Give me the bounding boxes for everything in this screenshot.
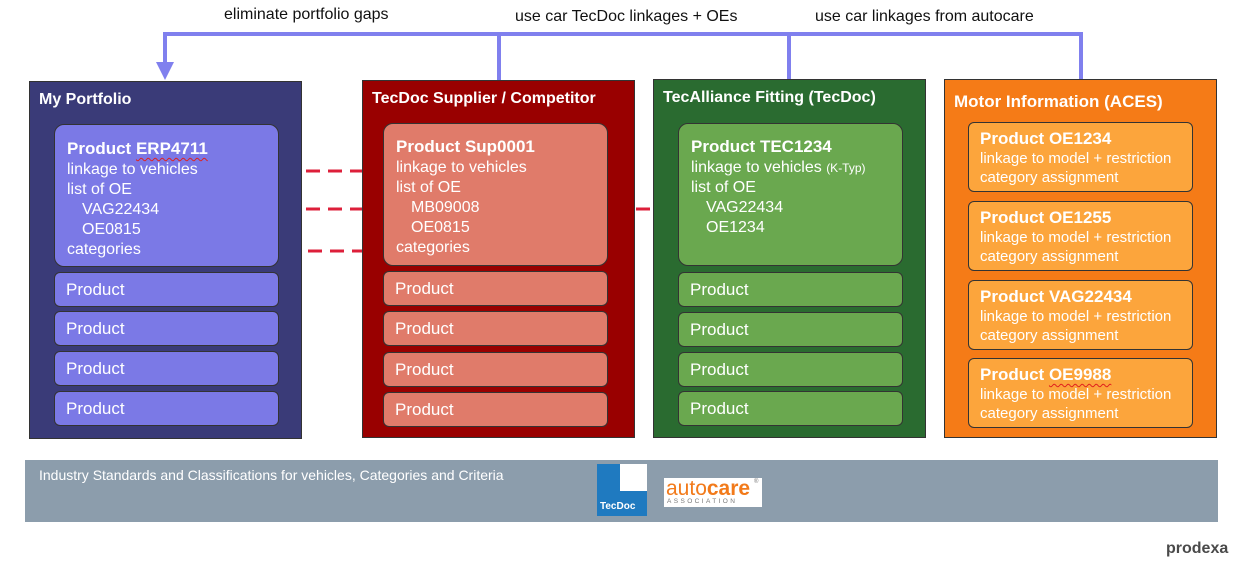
aces-product-card[interactable]: Product VAG22434 linkage to model + rest… <box>968 280 1193 350</box>
supplier-main-product-card[interactable]: Product Sup0001 linkage to vehicles list… <box>383 123 608 266</box>
linkage-line: linkage to vehicles <box>67 161 198 178</box>
linkage-line: linkage to model + restriction <box>980 229 1172 246</box>
product-name: Product TEC1234 <box>691 137 832 156</box>
tecdoc-logo: TecDoc <box>597 464 647 516</box>
aces-product-card[interactable]: Product OE1234 linkage to model + restri… <box>968 122 1193 192</box>
linkage-line: linkage to model + restriction <box>980 150 1172 167</box>
linkage-line: linkage to vehicles (K-Typ) <box>691 159 866 176</box>
oe-item: MB09008 <box>411 199 480 216</box>
purple-connector-line <box>163 32 1083 80</box>
category-line: category assignment <box>980 405 1119 422</box>
fitting-column: TecAlliance Fitting (TecDoc) Product TEC… <box>653 79 926 438</box>
fitting-product-item[interactable]: Product <box>678 272 903 307</box>
label-eliminate-portfolio-gaps: eliminate portfolio gaps <box>224 6 389 23</box>
categories-line: categories <box>396 239 470 256</box>
supplier-title: TecDoc Supplier / Competitor <box>372 90 596 107</box>
supplier-product-item[interactable]: Product <box>383 352 608 387</box>
product-name: Product OE1234 <box>980 129 1112 148</box>
autocare-logo-association: ASSOCIATION <box>667 498 738 505</box>
fitting-title: TecAlliance Fitting (TecDoc) <box>663 89 876 106</box>
fitting-product-item[interactable]: Product <box>678 312 903 347</box>
aces-product-card[interactable]: Product OE1255 linkage to model + restri… <box>968 201 1193 271</box>
footer-text: Industry Standards and Classifications f… <box>39 467 504 483</box>
portfolio-product-item[interactable]: Product <box>54 272 279 307</box>
label-use-tecdoc-linkages: use car TecDoc linkages + OEs <box>515 8 738 25</box>
categories-line: categories <box>67 241 141 258</box>
autocare-logo-registered: ® <box>754 479 759 485</box>
supplier-column: TecDoc Supplier / Competitor Product Sup… <box>362 80 635 438</box>
supplier-product-item[interactable]: Product <box>383 311 608 346</box>
product-name: Product Sup0001 <box>396 137 535 156</box>
aces-title: Motor Information (ACES) <box>954 92 1163 111</box>
oe-item: VAG22434 <box>706 199 784 216</box>
linkage-line: linkage to vehicles <box>396 159 527 176</box>
tecdoc-logo-text: TecDoc <box>600 501 636 512</box>
autocare-logo-word: autocare <box>666 477 751 500</box>
purple-arrow-head <box>156 62 174 80</box>
supplier-product-item[interactable]: Product <box>383 271 608 306</box>
label-use-autocare-linkages: use car linkages from autocare <box>815 8 1034 25</box>
oe-item: OE0815 <box>82 221 141 238</box>
oe-list-line: list of OE <box>67 181 132 198</box>
portfolio-column: My Portfolio Product ERP4711 linkage to … <box>29 81 302 439</box>
oe-item: VAG22434 <box>82 201 160 218</box>
oe-item: OE1234 <box>706 219 765 236</box>
aces-column: Motor Information (ACES) Product OE1234 … <box>944 79 1217 438</box>
oe-list-line: list of OE <box>396 179 461 196</box>
category-line: category assignment <box>980 169 1119 186</box>
product-name: Product OE9988 <box>980 365 1112 384</box>
fitting-product-item[interactable]: Product <box>678 352 903 387</box>
category-line: category assignment <box>980 327 1119 344</box>
portfolio-product-item[interactable]: Product <box>54 311 279 346</box>
aces-product-card[interactable]: Product OE9988 linkage to model + restri… <box>968 358 1193 428</box>
oe-list-line: list of OE <box>691 179 756 196</box>
fitting-main-product-card[interactable]: Product TEC1234 linkage to vehicles (K-T… <box>678 123 903 266</box>
linkage-line: linkage to model + restriction <box>980 308 1172 325</box>
tecdoc-logo-square <box>620 464 647 491</box>
portfolio-title: My Portfolio <box>39 91 132 108</box>
prodexa-logo: prodexa <box>1166 540 1229 557</box>
category-line: category assignment <box>980 248 1119 265</box>
portfolio-main-product-card[interactable]: Product ERP4711 linkage to vehicles list… <box>54 124 279 267</box>
autocare-logo: autocare ® ASSOCIATION <box>664 477 762 507</box>
portfolio-product-item[interactable]: Product <box>54 351 279 386</box>
product-name: Product VAG22434 <box>980 287 1132 306</box>
product-name: Product ERP4711 <box>67 139 208 158</box>
linkage-line: linkage to model + restriction <box>980 386 1172 403</box>
oe-item: OE0815 <box>411 219 470 236</box>
portfolio-product-item[interactable]: Product <box>54 391 279 426</box>
fitting-product-item[interactable]: Product <box>678 391 903 426</box>
supplier-product-item[interactable]: Product <box>383 392 608 427</box>
product-name: Product OE1255 <box>980 208 1112 227</box>
